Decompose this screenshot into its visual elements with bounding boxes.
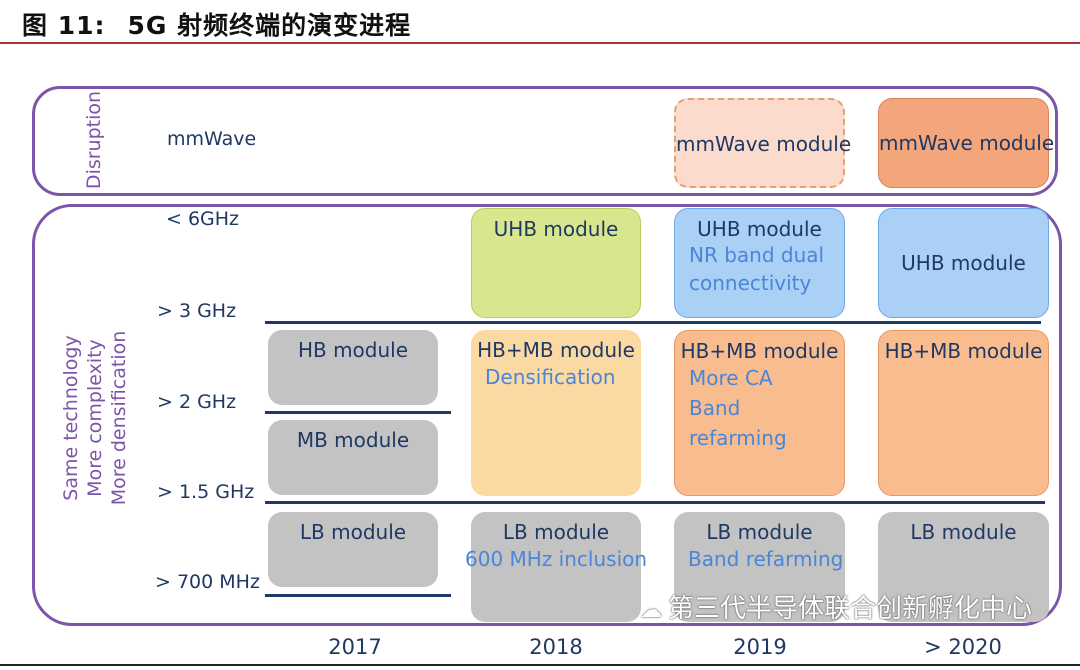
lb-module-2018: LB module 600 MHz inclusion [465,512,647,622]
module-label: HB module [297,338,409,362]
uhb-module-2020: UHB module [878,208,1049,318]
hb-module-2017: HB module [268,330,438,405]
side-label-line: More densification [108,330,130,506]
side-label: Same technology More complexity More den… [59,283,131,553]
module-label: LB module [706,520,813,544]
module-note: More CA [689,366,773,390]
module-note: Densification [485,365,616,389]
year-label: > 2020 [924,635,1002,659]
figure-number: 图 11: [22,11,106,40]
module-note: NR band dual [689,243,825,267]
year-label: 2017 [328,635,382,659]
uhb-module-2018: UHB module [471,208,641,318]
figure-title: 图 11: 5G 射频终端的演变进程 [22,6,411,42]
module-label: LB module [910,520,1017,544]
module-label: HB+MB module [884,339,1043,363]
title-divider [0,42,1080,44]
band-divider [265,501,1045,504]
freq-label: > 2 GHz [157,391,237,413]
module-label: LB module [502,520,610,544]
module-label: UHB module [697,217,822,241]
module-note: connectivity [689,271,812,295]
freq-label: > 1.5 GHz [157,481,255,503]
module-label: LB module [299,520,407,544]
side-label-line: Same technology [60,335,82,501]
module-note: 600 MHz inclusion [465,547,648,571]
freq-label: < 6GHz [166,208,240,230]
module-label: mmWave module [676,132,852,156]
disruption-frame [32,86,1058,196]
wechat-icon: ☁ [640,598,662,623]
mmwave-module-2019: mmWave module [674,98,852,188]
freq-label: > 3 GHz [157,300,237,322]
freq-label: > 700 MHz [155,571,260,593]
watermark-text: 第三代半导体联合创新孵化中心 [668,594,1033,624]
figure-caption: 5G 射频终端的演变进程 [127,11,412,40]
hbmb-module-2020: HB+MB module [878,330,1049,496]
module-note: Band refarming [688,547,844,571]
side-label-line: More complexity [84,339,106,497]
year-label: 2018 [529,635,583,659]
module-label: HB+MB module [680,339,839,363]
lb-module-2017: LB module [268,512,438,587]
disruption-label: Disruption [83,90,105,190]
mmwave-label: mmWave [167,128,257,150]
band-divider [265,321,1041,324]
lb-module-2020: LB module [878,512,1049,622]
module-label: UHB module [901,251,1026,275]
mb-module-2017: MB module [268,420,438,495]
band-divider [265,411,451,414]
module-label: MB module [296,428,410,452]
module-note: Band refarming [689,396,787,450]
module-label: mmWave module [879,131,1055,155]
mmwave-module-2020: mmWave module [878,98,1055,188]
year-label: 2019 [733,635,787,659]
watermark: ☁第三代半导体联合创新孵化中心 [640,594,1032,626]
module-label: HB+MB module [477,338,635,362]
band-divider [265,594,451,597]
module-label: UHB module [493,217,619,241]
same-technology-frame [32,204,1062,626]
bottom-divider [0,664,1080,666]
